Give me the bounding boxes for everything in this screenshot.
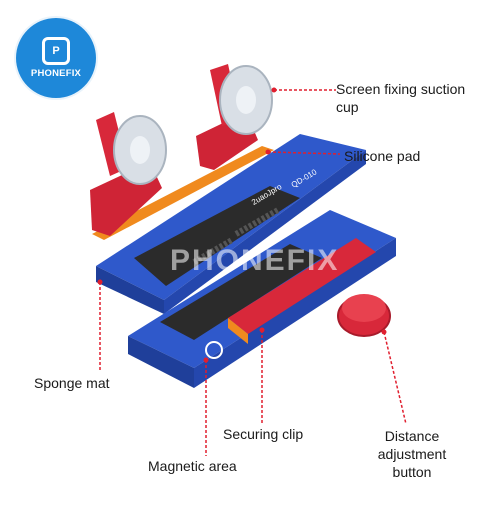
phonefix-logo: P PHONEFIX — [16, 18, 96, 98]
leader-magnetic-dot — [203, 357, 209, 363]
front-sponge-mat — [160, 244, 322, 340]
callout-sponge-mat: Sponge mat — [34, 375, 110, 391]
leader-clip-dot — [259, 327, 265, 333]
magnetic-marker — [205, 341, 223, 359]
leader-sponge-dot — [97, 279, 103, 285]
spring-right — [234, 207, 280, 237]
securing-clip-pad — [228, 318, 248, 344]
right-suction-cup-center — [236, 86, 256, 114]
left-suction-cup-center — [130, 136, 150, 164]
callout-distance-button: Distance adjustment button — [377, 428, 447, 480]
back-base-side — [164, 150, 366, 314]
leader-silicone — [267, 151, 341, 155]
logo-mark-icon: P — [42, 37, 70, 65]
leader-screen-dot — [271, 87, 277, 93]
callout-magnetic-area: Magnetic area — [148, 458, 237, 474]
callout-silicone-pad: Silicone pad — [344, 148, 421, 164]
callout-securing-clip: Securing clip — [223, 426, 304, 442]
front-base-side — [194, 238, 396, 388]
leader-distance-dot — [381, 329, 387, 335]
back-sponge-mat — [134, 186, 300, 286]
leader-distance — [383, 331, 407, 425]
adjustment-knob-top — [342, 294, 386, 322]
leader-silicone-dot — [265, 149, 271, 155]
logo-text: PHONEFIX — [30, 68, 82, 79]
spring-left — [192, 237, 234, 265]
back-base-edge — [96, 266, 164, 314]
callout-screen-fixing: Screen fixing suction cup — [336, 81, 466, 115]
front-base-edge — [128, 336, 194, 388]
watermark: PHONEFIX — [170, 244, 340, 277]
securing-clip — [228, 238, 376, 334]
silicone-pad — [92, 146, 274, 240]
